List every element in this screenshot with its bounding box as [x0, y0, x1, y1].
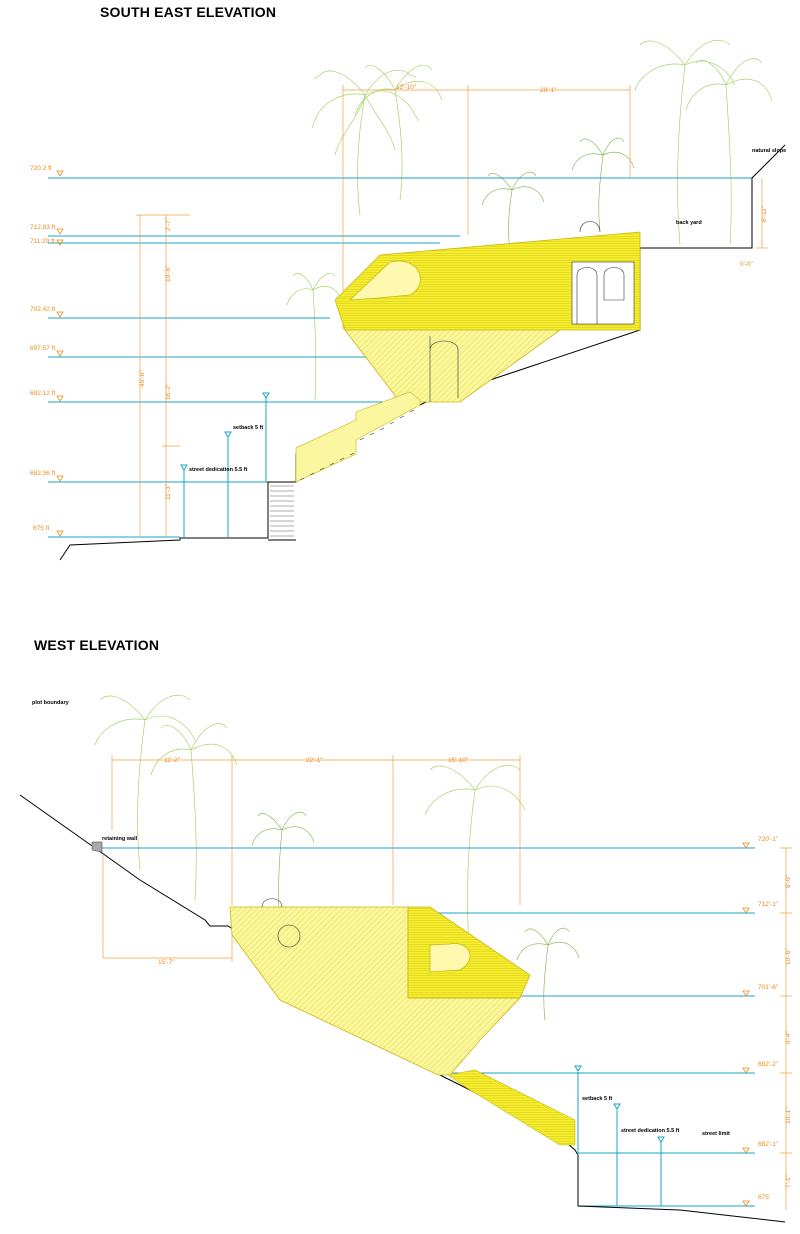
level-marker-icon	[56, 170, 64, 177]
note-back-yard: back yard	[676, 220, 702, 226]
level-label: 712.83 ft	[30, 224, 55, 231]
door-icon	[576, 267, 598, 324]
palm-tree-icon	[685, 58, 773, 246]
dimension-label: 12'-10"	[396, 84, 417, 91]
retaining-wall-block	[91, 841, 103, 853]
palm-tree-icon	[424, 765, 526, 961]
house-west	[229, 898, 576, 1146]
note-setback: setback 5 ft	[233, 425, 263, 431]
level-marker-icon	[56, 395, 64, 402]
palm-tree-icon	[516, 927, 580, 1021]
dimension-label: 11'-3"	[165, 483, 172, 500]
level-label: 682.36 ft	[30, 470, 55, 477]
level-label: 675 ft	[33, 525, 49, 532]
dimension-label: 9'-4"	[785, 1030, 792, 1044]
window-opening	[571, 261, 635, 325]
palm-tree-icon	[634, 40, 736, 246]
dimension-label: 8'-11"	[761, 205, 768, 222]
note-natural-slope: natural slope	[752, 148, 786, 154]
level-label: 701'-6"	[758, 984, 779, 991]
house-upper-volume	[334, 231, 641, 331]
level-marker-icon	[742, 1067, 750, 1074]
level-label: 720.2 ft	[30, 165, 52, 172]
palm-tree-icon	[286, 273, 342, 401]
palm-tree-icon	[354, 64, 443, 201]
level-label: 692'-2"	[758, 1061, 779, 1068]
level-label: 692.12 ft	[30, 390, 55, 397]
south-east-title: SOUTH EAST ELEVATION	[100, 4, 276, 20]
dimension-label: 8'-0"	[785, 874, 792, 888]
round-window-icon	[277, 924, 301, 948]
level-marker-icon	[742, 1147, 750, 1154]
palm-tree-icon	[481, 171, 545, 251]
level-marker-icon	[56, 228, 64, 235]
marker-icon	[613, 1103, 621, 1110]
level-labels-west: 720'-1" 712'-1" 701'-6" 692'-2" 682'-1" …	[742, 836, 779, 1207]
west-title: WEST ELEVATION	[34, 637, 159, 653]
palm-tree-icon	[571, 137, 635, 231]
note-street-dedication: street dedication 5.5 ft	[621, 1128, 680, 1134]
note-street-dedication: street dedication 5.5 ft	[189, 467, 248, 473]
level-marker-icon	[56, 350, 64, 357]
dimension-label: 45'-6"	[139, 370, 146, 387]
dimension-label: 15'-10"	[448, 757, 469, 764]
level-label: 702.42 ft	[30, 306, 55, 313]
level-marker-icon	[742, 842, 750, 849]
dimension-label: 10'-1"	[785, 1107, 792, 1124]
marker-icon	[180, 464, 188, 471]
level-label: 720'-1"	[758, 836, 779, 843]
dimension-label: 11'-2"	[164, 757, 181, 764]
house-south-east	[270, 221, 641, 537]
dimensions-south-east: 12'-10" 20'-1" 2'-7" 10'-6" 16'-2" 45'-6…	[136, 84, 768, 537]
level-marker-icon	[742, 1200, 750, 1207]
note-retaining-wall: retaining wall	[102, 836, 138, 842]
staircase	[295, 391, 421, 483]
level-label: 697.57 ft	[30, 345, 55, 352]
street-stairs	[270, 485, 294, 537]
note-plot-boundary: plot boundary	[32, 700, 70, 706]
level-marker-icon	[742, 907, 750, 914]
level-marker-icon	[56, 530, 64, 537]
marker-icon	[657, 1136, 665, 1143]
marker-icon	[262, 392, 270, 399]
trees-west	[94, 695, 580, 1021]
palm-tree-icon	[94, 695, 196, 871]
dimension-label: 16'-2"	[165, 383, 172, 400]
marker-icon	[574, 1065, 582, 1072]
dimension-label: 0'-0"	[740, 261, 754, 268]
west-elevation: WEST ELEVATION plot boundary	[19, 637, 792, 1223]
dimension-label: 20'-1"	[540, 87, 557, 94]
dimension-label: 7'-1"	[785, 1174, 792, 1188]
level-marker-icon	[56, 239, 64, 246]
level-label: 712'-1"	[758, 901, 779, 908]
dimension-label: 10'-6"	[165, 265, 172, 282]
setback-markers-west: setback 5 ft street dedication 5.5 ft st…	[574, 1065, 730, 1206]
setback-markers-south-east: setback 5 ft street dedication 5.5 ft na…	[180, 148, 786, 537]
level-marker-icon	[56, 311, 64, 318]
level-label: 675'	[758, 1194, 770, 1201]
level-labels-south-east: 720.2 ft 712.83 ft 711.29 ft 702.42 ft 6…	[30, 165, 64, 537]
level-marker-icon	[742, 990, 750, 997]
palm-tree-icon	[311, 70, 420, 216]
palm-tree-icon	[150, 723, 238, 901]
note-street-limit: street limit	[702, 1131, 730, 1137]
note-setback: setback 5 ft	[582, 1096, 612, 1102]
level-label: 682'-1"	[758, 1141, 779, 1148]
marker-icon	[224, 431, 232, 438]
level-lines-west	[92, 847, 755, 1207]
level-lines-south-east	[48, 177, 752, 538]
house-lower-volume	[344, 329, 562, 403]
dimension-label: 2'-7"	[165, 217, 172, 231]
dimension-label: 15'-7"	[158, 959, 175, 966]
dimension-label: 10'-6"	[785, 948, 792, 965]
level-marker-icon	[56, 475, 64, 482]
staircase	[447, 1069, 576, 1146]
level-label: 711.29 ft	[30, 238, 55, 245]
dimension-label: 22'-1"	[306, 757, 323, 764]
south-east-elevation: SOUTH EAST ELEVATION	[30, 4, 786, 561]
